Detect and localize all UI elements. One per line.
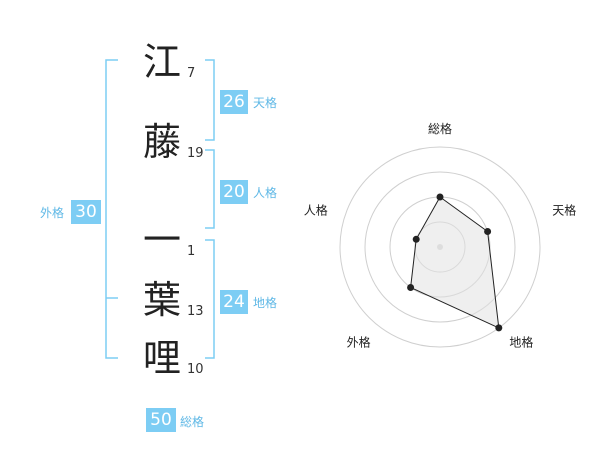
tenkaku-bracket	[205, 59, 215, 141]
jinkaku-value: 20	[220, 180, 248, 204]
soukaku-value: 50	[146, 408, 176, 432]
jinkaku-label: 人格	[253, 186, 278, 200]
stroke-count-2: 19	[187, 146, 204, 161]
gaikaku-value: 30	[71, 200, 101, 224]
radar-axis-label-1: 総格	[428, 121, 452, 136]
radar-axis-label-4: 外格	[347, 335, 371, 350]
radar-ring-3	[364, 171, 516, 323]
stroke-count-4: 13	[187, 304, 204, 319]
chikaku-bracket	[205, 239, 215, 359]
soukaku-label: 総格	[180, 415, 205, 429]
chikaku-value: 24	[220, 290, 248, 314]
outer-bracket	[105, 59, 118, 359]
radar-ring-4	[339, 146, 541, 348]
name-char-4: 葉	[142, 278, 181, 322]
radar-point-5	[412, 235, 420, 243]
radar-axis-label-5: 人格	[304, 203, 328, 218]
name-char-3: 一	[142, 218, 181, 262]
gaikaku-label: 外格	[40, 206, 65, 220]
tenkaku-value: 26	[220, 90, 248, 114]
radar-area	[410, 196, 500, 329]
radar-point-4	[407, 284, 415, 291]
radar-point-2	[484, 228, 492, 235]
stroke-count-3: 1	[187, 244, 196, 259]
radar-axis-label-3: 地格	[509, 335, 533, 350]
chikaku-label: 地格	[253, 296, 278, 310]
stroke-count-1: 7	[187, 66, 196, 81]
tenkaku-label: 天格	[253, 96, 278, 110]
radar-point-3	[495, 324, 503, 332]
name-char-5: 哩	[142, 336, 181, 380]
jinkaku-bracket	[205, 149, 215, 229]
radar-axis-label-2: 天格	[552, 203, 576, 218]
radar-point-1	[436, 193, 444, 201]
name-char-2: 藤	[142, 120, 181, 164]
name-char-1: 江	[142, 40, 181, 84]
stroke-count-5: 10	[187, 362, 204, 377]
